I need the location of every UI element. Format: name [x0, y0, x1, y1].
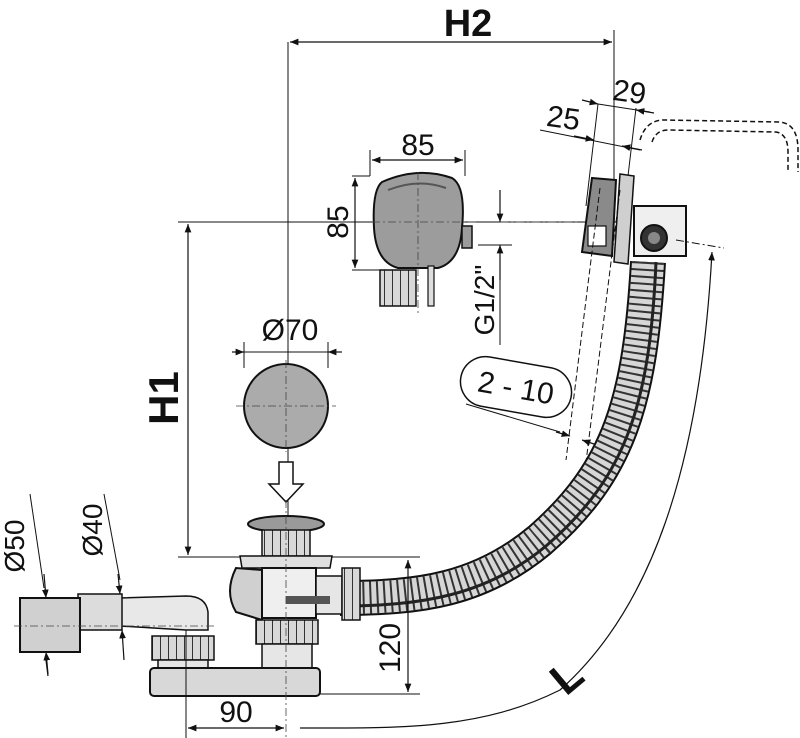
- width-90-dim: 90: [188, 696, 284, 732]
- overflow-width-label: 85: [401, 129, 434, 162]
- flexible-hose: [339, 260, 666, 616]
- outlet-diameter-dims: Ø50 Ø40: [0, 493, 126, 677]
- overflow-head-part: 85 85: [322, 129, 520, 315]
- overflow-height-label: 85: [322, 205, 355, 238]
- height-120-dim: 120: [320, 560, 420, 695]
- range-badge: [459, 355, 573, 419]
- thread-dimension: G1/2": [469, 190, 512, 345]
- h2-dimension: H2: [287, 3, 615, 560]
- h1-label: H1: [140, 371, 187, 425]
- flange-29-label: 29: [611, 74, 649, 111]
- plug-part: Ø70: [232, 314, 342, 504]
- h2-label: H2: [444, 3, 493, 45]
- outlet-pipe: [77, 593, 123, 631]
- waste-body-part: [14, 500, 361, 738]
- width-90-label: 90: [219, 696, 252, 729]
- thread-label: G1/2": [469, 265, 500, 336]
- overflow-flange-part: 29 25: [500, 74, 799, 265]
- outlet-sleeve: [19, 597, 81, 653]
- hose-nut: [341, 567, 361, 621]
- outlet-d40-label: Ø40: [77, 504, 108, 557]
- plug-diameter-label: Ø70: [262, 314, 319, 347]
- flange-25-label: 25: [545, 100, 583, 137]
- height-120-label: 120: [374, 623, 407, 673]
- trap-base: [149, 667, 321, 697]
- down-arrow-icon: [267, 461, 305, 504]
- wall-thickness-range: 2 - 10: [459, 187, 621, 463]
- overflow-threaded-spigot: [379, 269, 417, 307]
- outlet-d50-label: Ø50: [0, 520, 30, 573]
- l-label: L: [541, 650, 593, 705]
